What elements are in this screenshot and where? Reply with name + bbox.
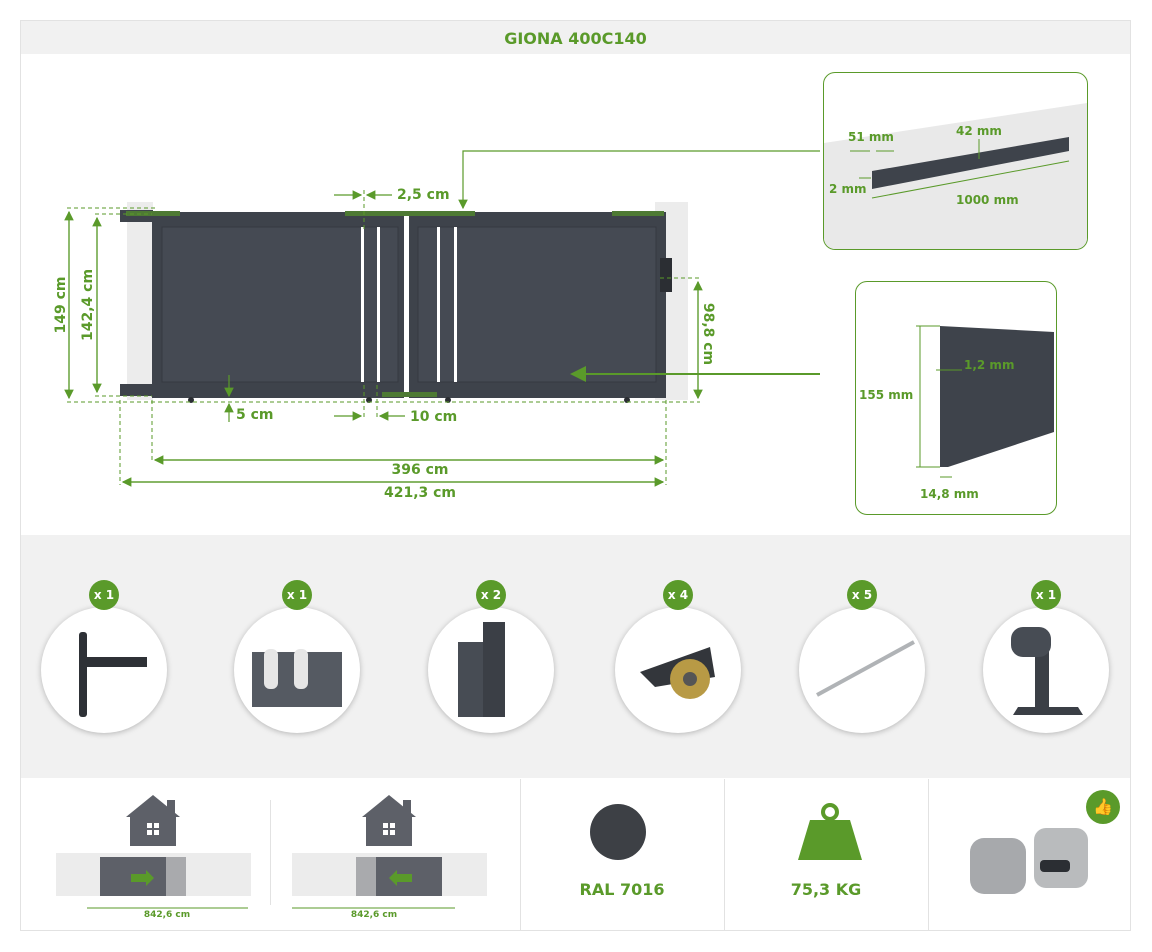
color-label: RAL 7016 [579, 880, 665, 899]
panel-depth: 14,8 mm [920, 487, 979, 501]
divider [520, 779, 521, 931]
opening-left-diagram: 842,6 cm [292, 795, 487, 920]
profile-length: 1000 mm [956, 193, 1019, 207]
left-pillar [127, 202, 153, 400]
qty-badge: x 1 [89, 580, 119, 610]
house-icon [126, 795, 180, 846]
profile-width: 51 mm [848, 130, 894, 144]
sheet-frame [20, 20, 1131, 931]
panel-profile-inset: 1,2 mm 155 mm 14,8 mm [855, 281, 1057, 515]
accessory-guide-roller [234, 607, 360, 733]
opening-left-width: 842,6 cm [351, 910, 397, 920]
weight-icon [798, 803, 862, 860]
page-title: GIONA 400C140 [21, 21, 1130, 54]
dim-total-width: 421,3 cm [384, 485, 456, 501]
house-icon [362, 795, 416, 846]
qty-badge: x 5 [847, 580, 877, 610]
dim-total-height: 149 cm [53, 277, 69, 334]
weight-label: 75,3 KG [790, 880, 862, 899]
accessories-band [21, 535, 1130, 778]
panel-height: 155 mm [859, 388, 913, 402]
lock-icon [660, 258, 672, 292]
accessory-end-stop [983, 607, 1109, 733]
dim-clearance: 5 cm [236, 407, 274, 423]
accessory-bracket [428, 607, 554, 733]
gate-drawing: 149 cm 142,4 cm 98,8 cm 2,5 cm 5 cm 10 c… [53, 150, 820, 501]
divider [724, 779, 725, 931]
dim-gate-width: 396 cm [392, 462, 449, 478]
profile-thickness: 2 mm [829, 182, 867, 196]
dim-gap-top: 2,5 cm [397, 187, 450, 203]
opening-right-width: 842,6 cm [144, 910, 190, 920]
color-swatch [590, 804, 646, 860]
dim-lock-height: 98,8 cm [700, 303, 716, 365]
dim-leaf-height: 142,4 cm [80, 269, 96, 341]
opening-right-diagram: 842,6 cm [56, 795, 251, 920]
accessory-rail [799, 607, 925, 733]
qty-badge: x 4 [663, 580, 693, 610]
thumbs-up-icon: 👍 [1086, 790, 1120, 824]
panel-thickness: 1,2 mm [964, 358, 1014, 372]
divider [270, 800, 271, 905]
top-profile-inset: 51 mm 42 mm 2 mm 1000 mm [823, 72, 1088, 250]
motor-kit-image [970, 828, 1088, 894]
accessory-handle [41, 607, 167, 733]
qty-badge: x 1 [1031, 580, 1061, 610]
qty-badge: x 1 [282, 580, 312, 610]
qty-badge: x 2 [476, 580, 506, 610]
accessory-wheel [615, 607, 741, 733]
dim-leaf-gap: 10 cm [410, 409, 457, 425]
profile-depth: 42 mm [956, 124, 1002, 138]
divider [928, 779, 929, 931]
